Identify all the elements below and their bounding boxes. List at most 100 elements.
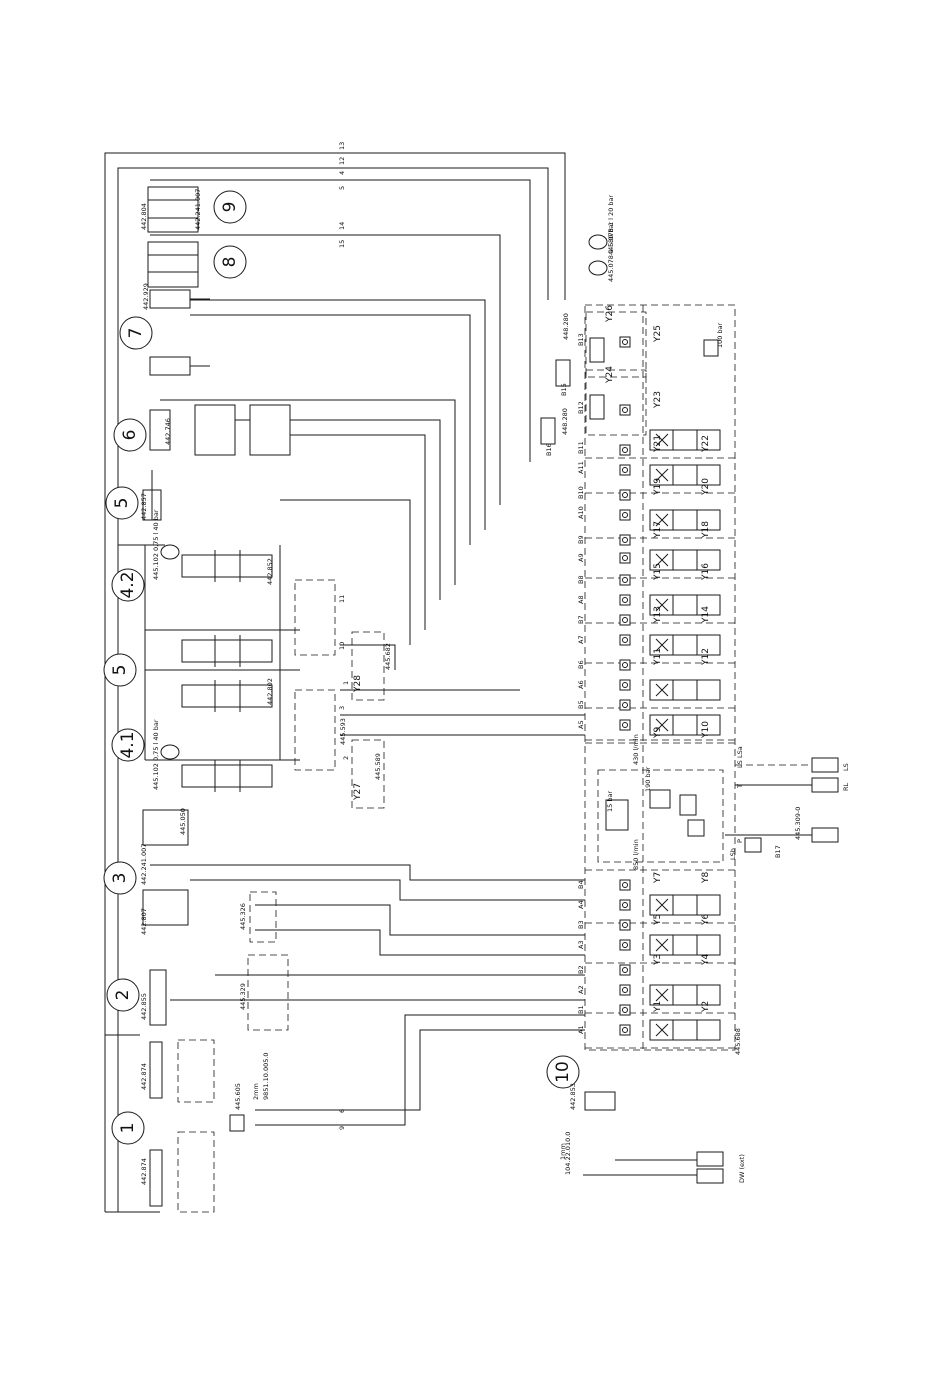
line-mark: 11: [338, 595, 346, 603]
port-label-b12: B12: [577, 401, 585, 414]
line-mark: LS: [736, 760, 744, 768]
part-number-label: 448.280: [562, 313, 570, 340]
valve-label-y19: Y19: [653, 478, 663, 496]
port-label-b2: B2: [577, 965, 585, 974]
valve-label-y14: Y14: [701, 606, 711, 624]
svg-text:445.078 1 l 80 bar: 445.078 1 l 80 bar: [607, 221, 615, 282]
port-label-b4: B4: [577, 880, 585, 889]
port-label-a4: A4: [577, 900, 585, 909]
port-label-a3: A3: [577, 940, 585, 949]
valve-label-y23: Y23: [653, 391, 663, 409]
part-number-label: 442.241.007: [140, 844, 148, 885]
part-number-label: 448.280: [561, 408, 569, 435]
part-number-label: 445.329: [239, 983, 247, 1010]
port-label-b13: B13: [577, 333, 585, 346]
line-mark: T: [736, 784, 744, 789]
circuit-number-10: 10: [546, 1055, 580, 1089]
valve-label-y2: Y2: [701, 1001, 711, 1013]
valve-label-y18: Y18: [701, 521, 711, 539]
valve-label-y22: Y22: [701, 435, 711, 453]
accumulator-labels: 445.078 1 l 20 bar 445.078 1 l 80 bar 44…: [152, 194, 615, 790]
svg-text:3: 3: [110, 873, 130, 884]
cylinders: [142, 186, 616, 1207]
circuit-number-6: 6: [113, 418, 147, 452]
port-label-b6: B6: [577, 660, 585, 669]
svg-text:7: 7: [126, 328, 146, 339]
circuit-number-5b: 5: [105, 486, 139, 520]
part-number-label: 445.326: [239, 903, 247, 930]
port-label-b7: B7: [577, 615, 585, 624]
pressure-labels: 15 bar 190 bar 100 bar 850 l/min 430 l/m…: [606, 322, 724, 870]
part-number-label: 442.929: [142, 283, 150, 310]
valve-label-y17: Y17: [653, 521, 663, 539]
svg-text:2: 2: [113, 990, 133, 1001]
part-number-label: 445.605: [234, 1083, 242, 1110]
valve-label-y8: Y8: [701, 872, 711, 884]
circuit-number-5a: 5: [103, 653, 137, 687]
port-label-b1: B1: [577, 1005, 585, 1014]
svg-text:445.102 0,75 l 40 bar: 445.102 0,75 l 40 bar: [152, 719, 160, 790]
circuit-number-4-2: 4.2: [111, 568, 145, 602]
part-number-label: 9851.10.005.0: [262, 1052, 270, 1100]
svg-text:6: 6: [120, 430, 140, 441]
part-number-label: 442.802: [266, 678, 274, 705]
valve-label-y10: Y10: [701, 721, 711, 739]
sensor-b15: B15: [560, 383, 568, 396]
port-label-b11: B11: [577, 441, 585, 454]
port-label-b5: B5: [577, 700, 585, 709]
line-mark: 6: [338, 1109, 346, 1113]
valve-label-y26: Y26: [605, 305, 615, 323]
line-mark: 5: [338, 186, 346, 190]
valve-label-y12: Y12: [701, 648, 711, 666]
svg-text:5: 5: [110, 665, 130, 676]
port-label-a1: A1: [577, 1025, 585, 1034]
part-number-label: 442.807: [140, 908, 148, 935]
port-label-a11: A11: [577, 461, 585, 474]
line-mark: 3: [338, 706, 346, 710]
valve-label-y5: Y5: [653, 914, 663, 926]
port-label-a6: A6: [577, 680, 585, 689]
line-mark: 9: [338, 1126, 346, 1130]
part-number-label: 442.874: [140, 1158, 148, 1185]
main-pipework: [104, 152, 585, 1213]
svg-text:445.078 1 l 20 bar: 445.078 1 l 20 bar: [607, 194, 615, 255]
svg-text:4.1: 4.1: [118, 731, 138, 758]
valve-label-y20: Y20: [701, 478, 711, 496]
valve-label-y6: Y6: [701, 914, 711, 926]
line-mark: 4: [338, 171, 346, 175]
line-mark: 12: [338, 157, 346, 165]
port-label-b9: B9: [577, 535, 585, 544]
line-mark: 14: [338, 222, 346, 230]
svg-text:445.102 0,75 l 40 bar: 445.102 0,75 l 40 bar: [152, 509, 160, 580]
line-mark: 13: [338, 142, 346, 150]
valve-label-y27: Y27: [353, 783, 363, 801]
valve-label-y13: Y13: [653, 606, 663, 624]
part-number-label: 442.857: [140, 493, 148, 520]
part-number-label: 445.309-0: [794, 807, 802, 840]
circuit-number-7: 7: [119, 316, 153, 350]
svg-text:1: 1: [118, 1123, 138, 1134]
valve-label-y7: Y7: [653, 872, 663, 884]
circuit-labels: 1 2 3 4.1 5 4.2 5 6 7 8 9 10: [103, 190, 580, 1145]
valve-label-y28: Y28: [353, 675, 363, 693]
part-number-label: 442.241.007: [194, 189, 202, 230]
line-mark: 1: [342, 681, 350, 685]
circuit-number-2: 2: [106, 978, 140, 1012]
pressure-100bar: 100 bar: [716, 322, 724, 348]
circuit-number-3: 3: [103, 861, 137, 895]
part-number-label: 442.804: [140, 203, 148, 230]
pressure-190bar: 190 bar: [644, 766, 652, 792]
port-label-a10: A10: [577, 506, 585, 519]
line-mark: LSb: [729, 848, 737, 860]
line-mark: LSa: [736, 746, 744, 758]
line-mark: P: [736, 839, 744, 843]
svg-text:9: 9: [220, 202, 240, 213]
part-number-label: 442.874: [140, 1063, 148, 1090]
port-label-a8: A8: [577, 595, 585, 604]
valve-label-y11: Y11: [653, 648, 663, 666]
